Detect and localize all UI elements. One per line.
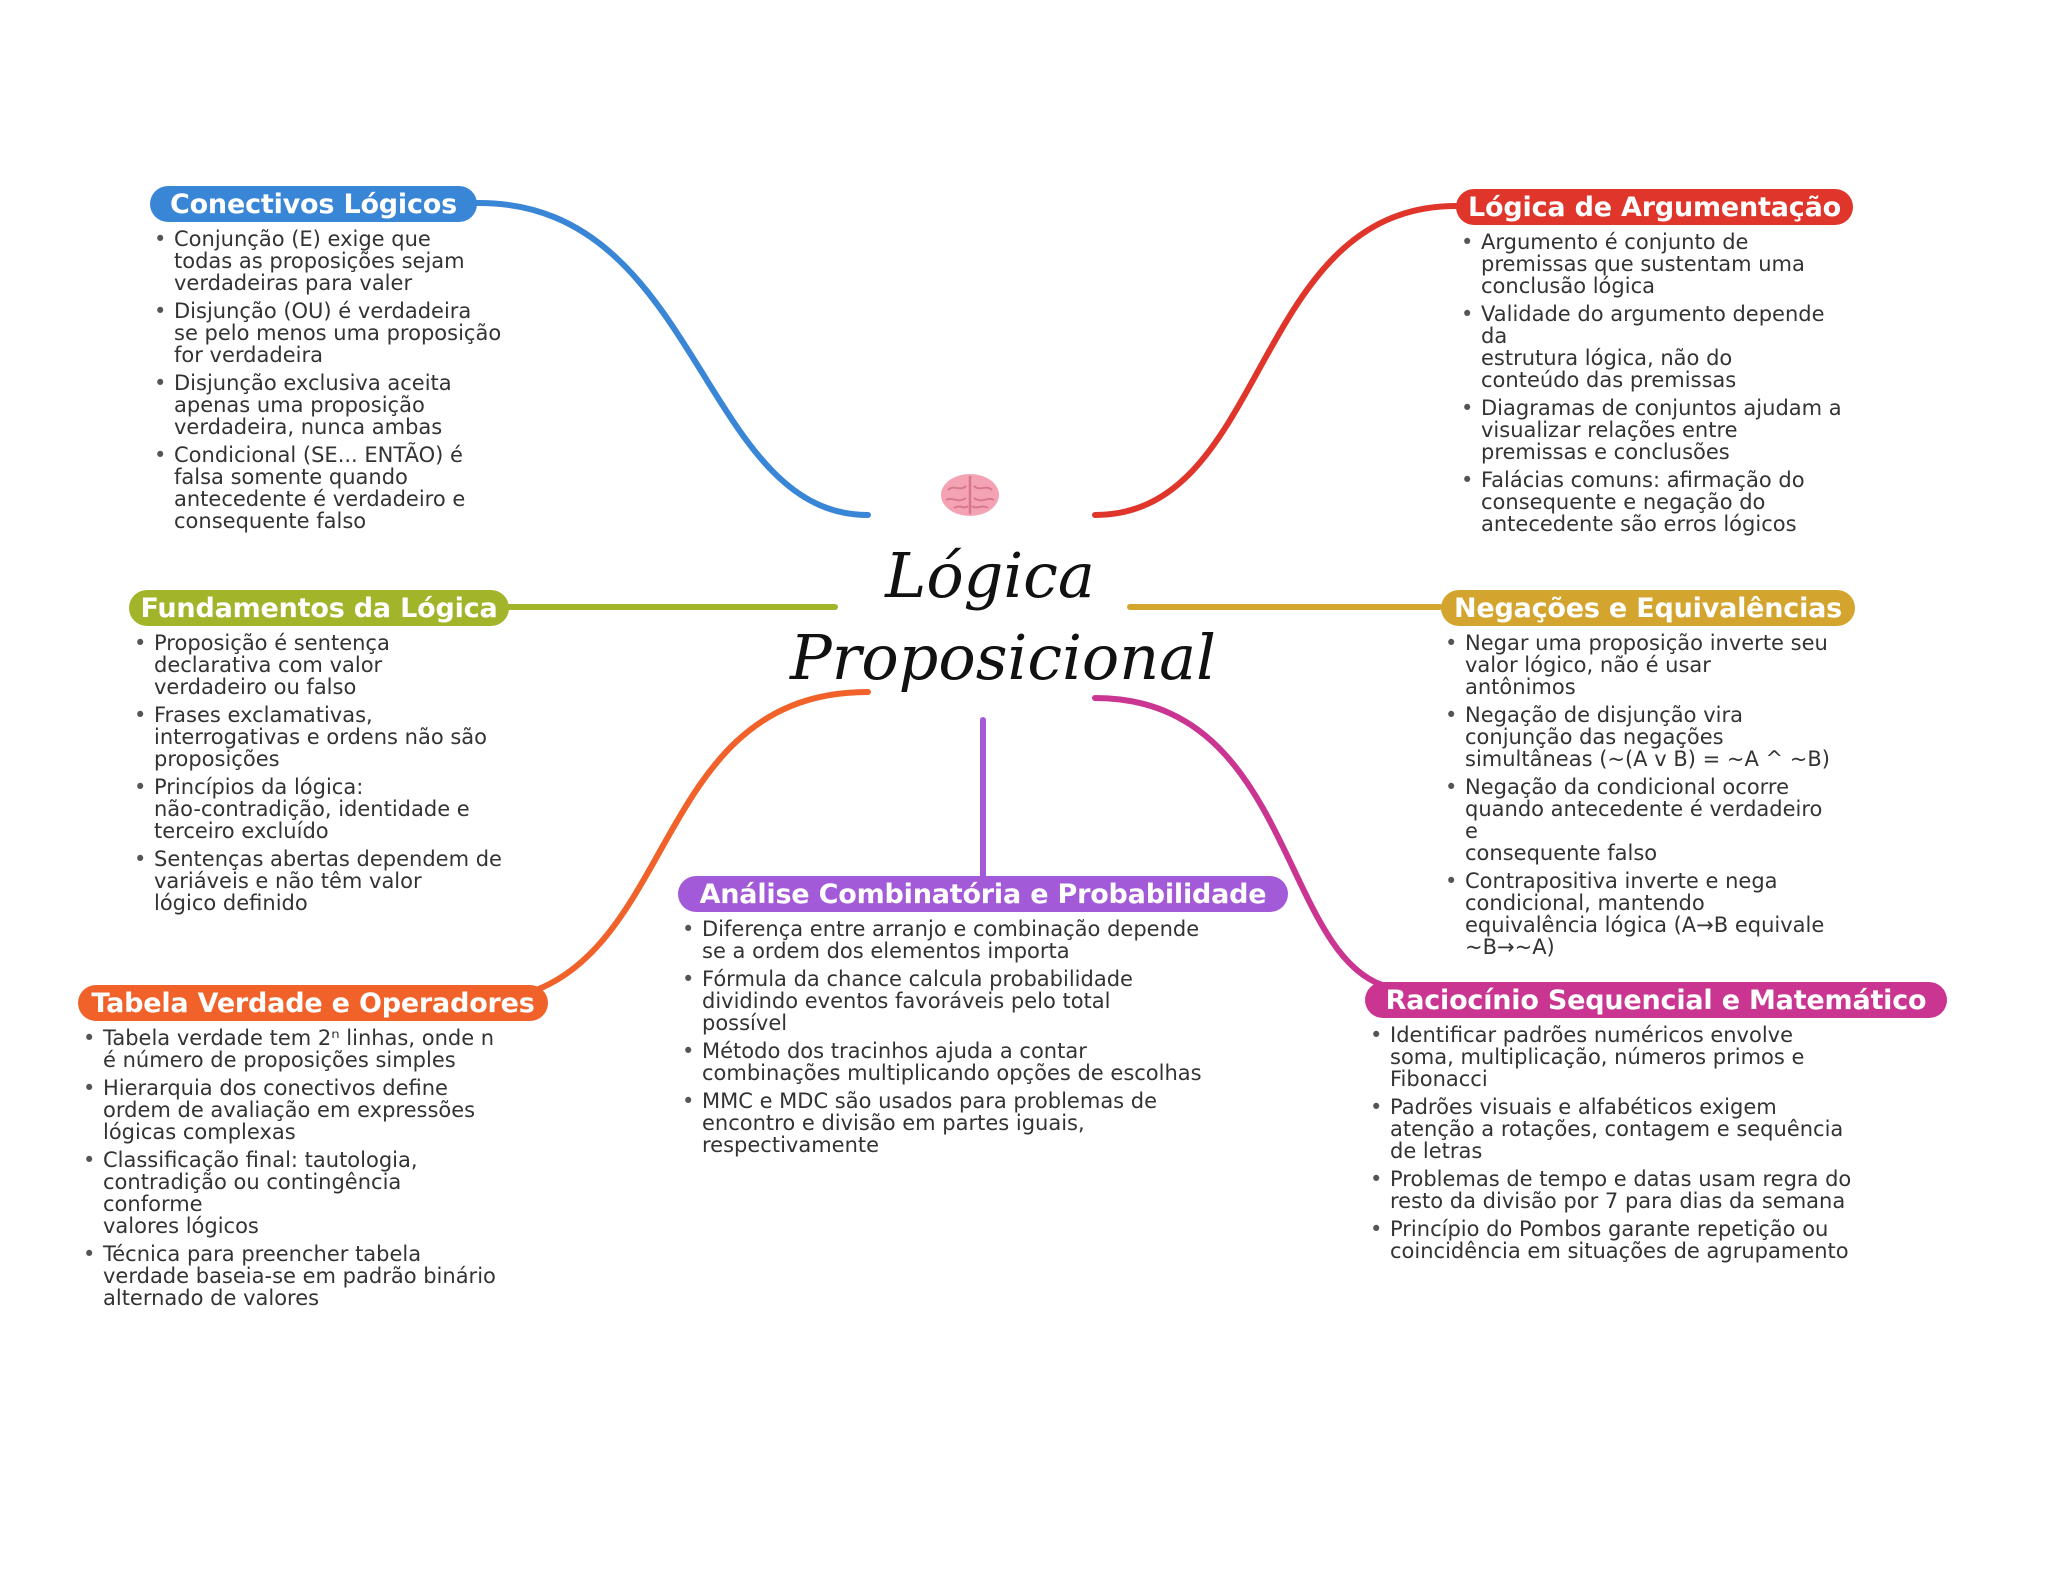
- list-logica-argumentacao: Argumento é conjunto de premissas que su…: [1457, 231, 1857, 541]
- list-item: Negar uma proposição inverte seu valor l…: [1441, 632, 1841, 698]
- connector-conectivos: [473, 199, 871, 518]
- list-item: Disjunção (OU) é verdadeira se pelo meno…: [150, 300, 510, 366]
- list-analise-combinatoria: Diferença entre arranjo e combinação dep…: [678, 918, 1218, 1162]
- list-raciocinio-sequencial: Identificar padrões numéricos envolve so…: [1366, 1024, 1866, 1268]
- list-item: Problemas de tempo e datas usam regra do…: [1366, 1168, 1866, 1212]
- list-item: Diferença entre arranjo e combinação dep…: [678, 918, 1218, 962]
- list-item: Princípios da lógica: não-contradição, i…: [130, 776, 520, 842]
- topic-negacoes-equivalencias[interactable]: Negações e Equivalências: [1441, 590, 1855, 626]
- list-item: Princípio do Pombos garante repetição ou…: [1366, 1218, 1866, 1262]
- topic-analise-combinatoria[interactable]: Análise Combinatória e Probabilidade: [678, 876, 1288, 912]
- list-item: Sentenças abertas dependem de variáveis …: [130, 848, 520, 914]
- list-item: Proposição é sentença declarativa com va…: [130, 632, 520, 698]
- connector-argumentacao: [1092, 203, 1459, 518]
- list-item: Condicional (SE... ENTÃO) é falsa soment…: [150, 444, 510, 532]
- list-item: Método dos tracinhos ajuda a contar comb…: [678, 1040, 1218, 1084]
- list-item: Classificação final: tautologia, contrad…: [79, 1149, 499, 1237]
- list-item: Argumento é conjunto de premissas que su…: [1457, 231, 1857, 297]
- topic-logica-argumentacao[interactable]: Lógica de Argumentação: [1456, 189, 1853, 225]
- list-item: Frases exclamativas, interrogativas e or…: [130, 704, 520, 770]
- topic-conectivos-logicos[interactable]: Conectivos Lógicos: [150, 186, 477, 222]
- list-item: Técnica para preencher tabela verdade ba…: [79, 1243, 499, 1309]
- list-item: Conjunção (E) exige que todas as proposi…: [150, 228, 510, 294]
- list-tabela-verdade: Tabela verdade tem 2ⁿ linhas, onde n é n…: [79, 1027, 499, 1315]
- list-item: Fórmula da chance calcula probabilidade …: [678, 968, 1218, 1034]
- list-item: Negação de disjunção vira conjunção das …: [1441, 704, 1841, 770]
- list-item: Identificar padrões numéricos envolve so…: [1366, 1024, 1866, 1090]
- list-item: Falácias comuns: afirmação do consequent…: [1457, 469, 1857, 535]
- list-item: Negação da condicional ocorre quando ant…: [1441, 776, 1841, 864]
- list-item: Padrões visuais e alfabéticos exigem ate…: [1366, 1096, 1866, 1162]
- list-item: Contrapositiva inverte e nega condiciona…: [1441, 870, 1841, 958]
- central-title: Lógica Proposicional: [790, 539, 1216, 694]
- list-item: Diagramas de conjuntos ajudam a visualiz…: [1457, 397, 1857, 463]
- list-conectivos-logicos: Conjunção (E) exige que todas as proposi…: [150, 228, 510, 538]
- list-item: MMC e MDC são usados para problemas de e…: [678, 1090, 1218, 1156]
- list-fundamentos-logica: Proposição é sentença declarativa com va…: [130, 632, 520, 920]
- connector-tabela: [507, 689, 871, 1001]
- topic-raciocinio-sequencial[interactable]: Raciocínio Sequencial e Matemático: [1365, 982, 1947, 1018]
- topic-fundamentos-logica[interactable]: Fundamentos da Lógica: [129, 590, 509, 626]
- list-item: Validade do argumento depende da estrutu…: [1457, 303, 1857, 391]
- list-negacoes-equivalencias: Negar uma proposição inverte seu valor l…: [1441, 632, 1841, 964]
- list-item: Disjunção exclusiva aceita apenas uma pr…: [150, 372, 510, 438]
- topic-tabela-verdade[interactable]: Tabela Verdade e Operadores: [78, 985, 548, 1021]
- list-item: Hierarquia dos conectivos define ordem d…: [79, 1077, 499, 1143]
- connector-raciocinio: [1092, 695, 1385, 988]
- brain-icon: [938, 470, 1002, 520]
- list-item: Tabela verdade tem 2ⁿ linhas, onde n é n…: [79, 1027, 499, 1071]
